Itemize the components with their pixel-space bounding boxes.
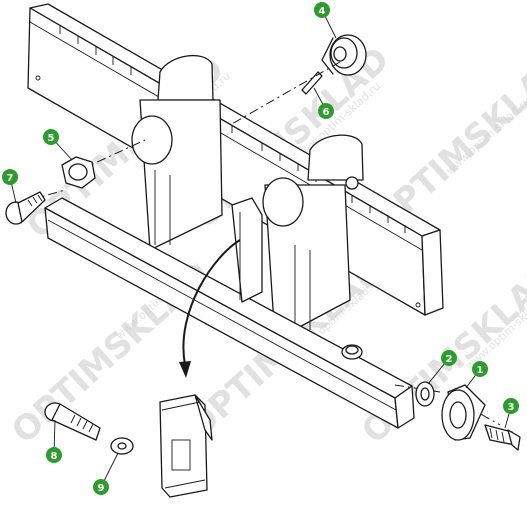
left-upright <box>131 54 223 251</box>
part-9-washer <box>110 437 134 455</box>
callout-label: 9 <box>98 483 105 494</box>
axis-line <box>229 61 341 126</box>
callout-7: 7 <box>2 169 18 185</box>
right-upright <box>262 134 364 341</box>
callout-badges: 1 2 3 4 5 6 7 8 <box>2 2 519 495</box>
part-4-wheel <box>321 34 367 76</box>
center-tab <box>231 197 263 303</box>
part-1-roller <box>441 384 486 441</box>
callout-label: 5 <box>48 133 55 144</box>
callout-label: 1 <box>477 365 484 376</box>
callout-label: 3 <box>508 402 515 413</box>
callout-label: 6 <box>323 107 330 118</box>
part-2-washer <box>415 381 435 407</box>
part-5-hex-nut <box>61 156 96 189</box>
part-3-screw <box>484 424 521 451</box>
detail-leader <box>179 239 241 378</box>
callout-3: 3 <box>503 398 519 414</box>
part-6-pin <box>301 71 323 95</box>
callout-6: 6 <box>318 103 334 119</box>
part-8-bolt <box>44 402 101 441</box>
callout-label: 2 <box>446 354 453 365</box>
axis-line <box>79 139 146 171</box>
callout-9: 9 <box>93 479 109 495</box>
callout-8: 8 <box>46 447 62 463</box>
lower-beam <box>44 197 415 429</box>
callout-label: 8 <box>51 451 58 462</box>
part-7-screw <box>5 191 46 225</box>
callout-1: 1 <box>472 361 488 377</box>
callout-label: 4 <box>319 6 326 17</box>
callout-label: 7 <box>7 173 14 184</box>
callout-4: 4 <box>314 2 330 18</box>
callout-2: 2 <box>441 350 457 366</box>
callout-5: 5 <box>43 129 59 145</box>
clip-detail <box>159 394 213 498</box>
